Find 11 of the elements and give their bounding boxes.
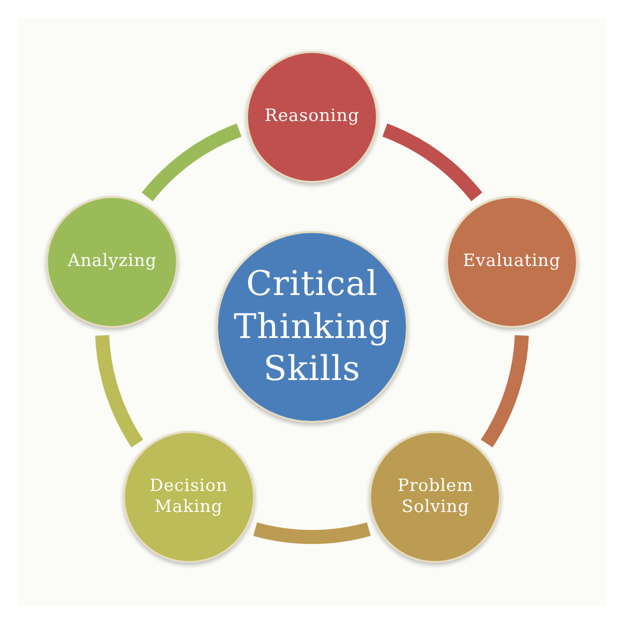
arc-connector [254,522,370,544]
circle-label: Problem Solving [396,476,474,518]
circle-label: Reasoning [264,106,360,128]
circle-label: Decision Making [148,476,229,518]
arc-connector [480,334,529,448]
arc-connector [95,334,144,448]
circle-label: Critical Thinking Skills [232,263,392,391]
circle-label: Analyzing [66,251,158,273]
arc-connector [142,124,242,202]
circle-label: Evaluating [462,251,562,273]
arc-connector [382,124,482,202]
